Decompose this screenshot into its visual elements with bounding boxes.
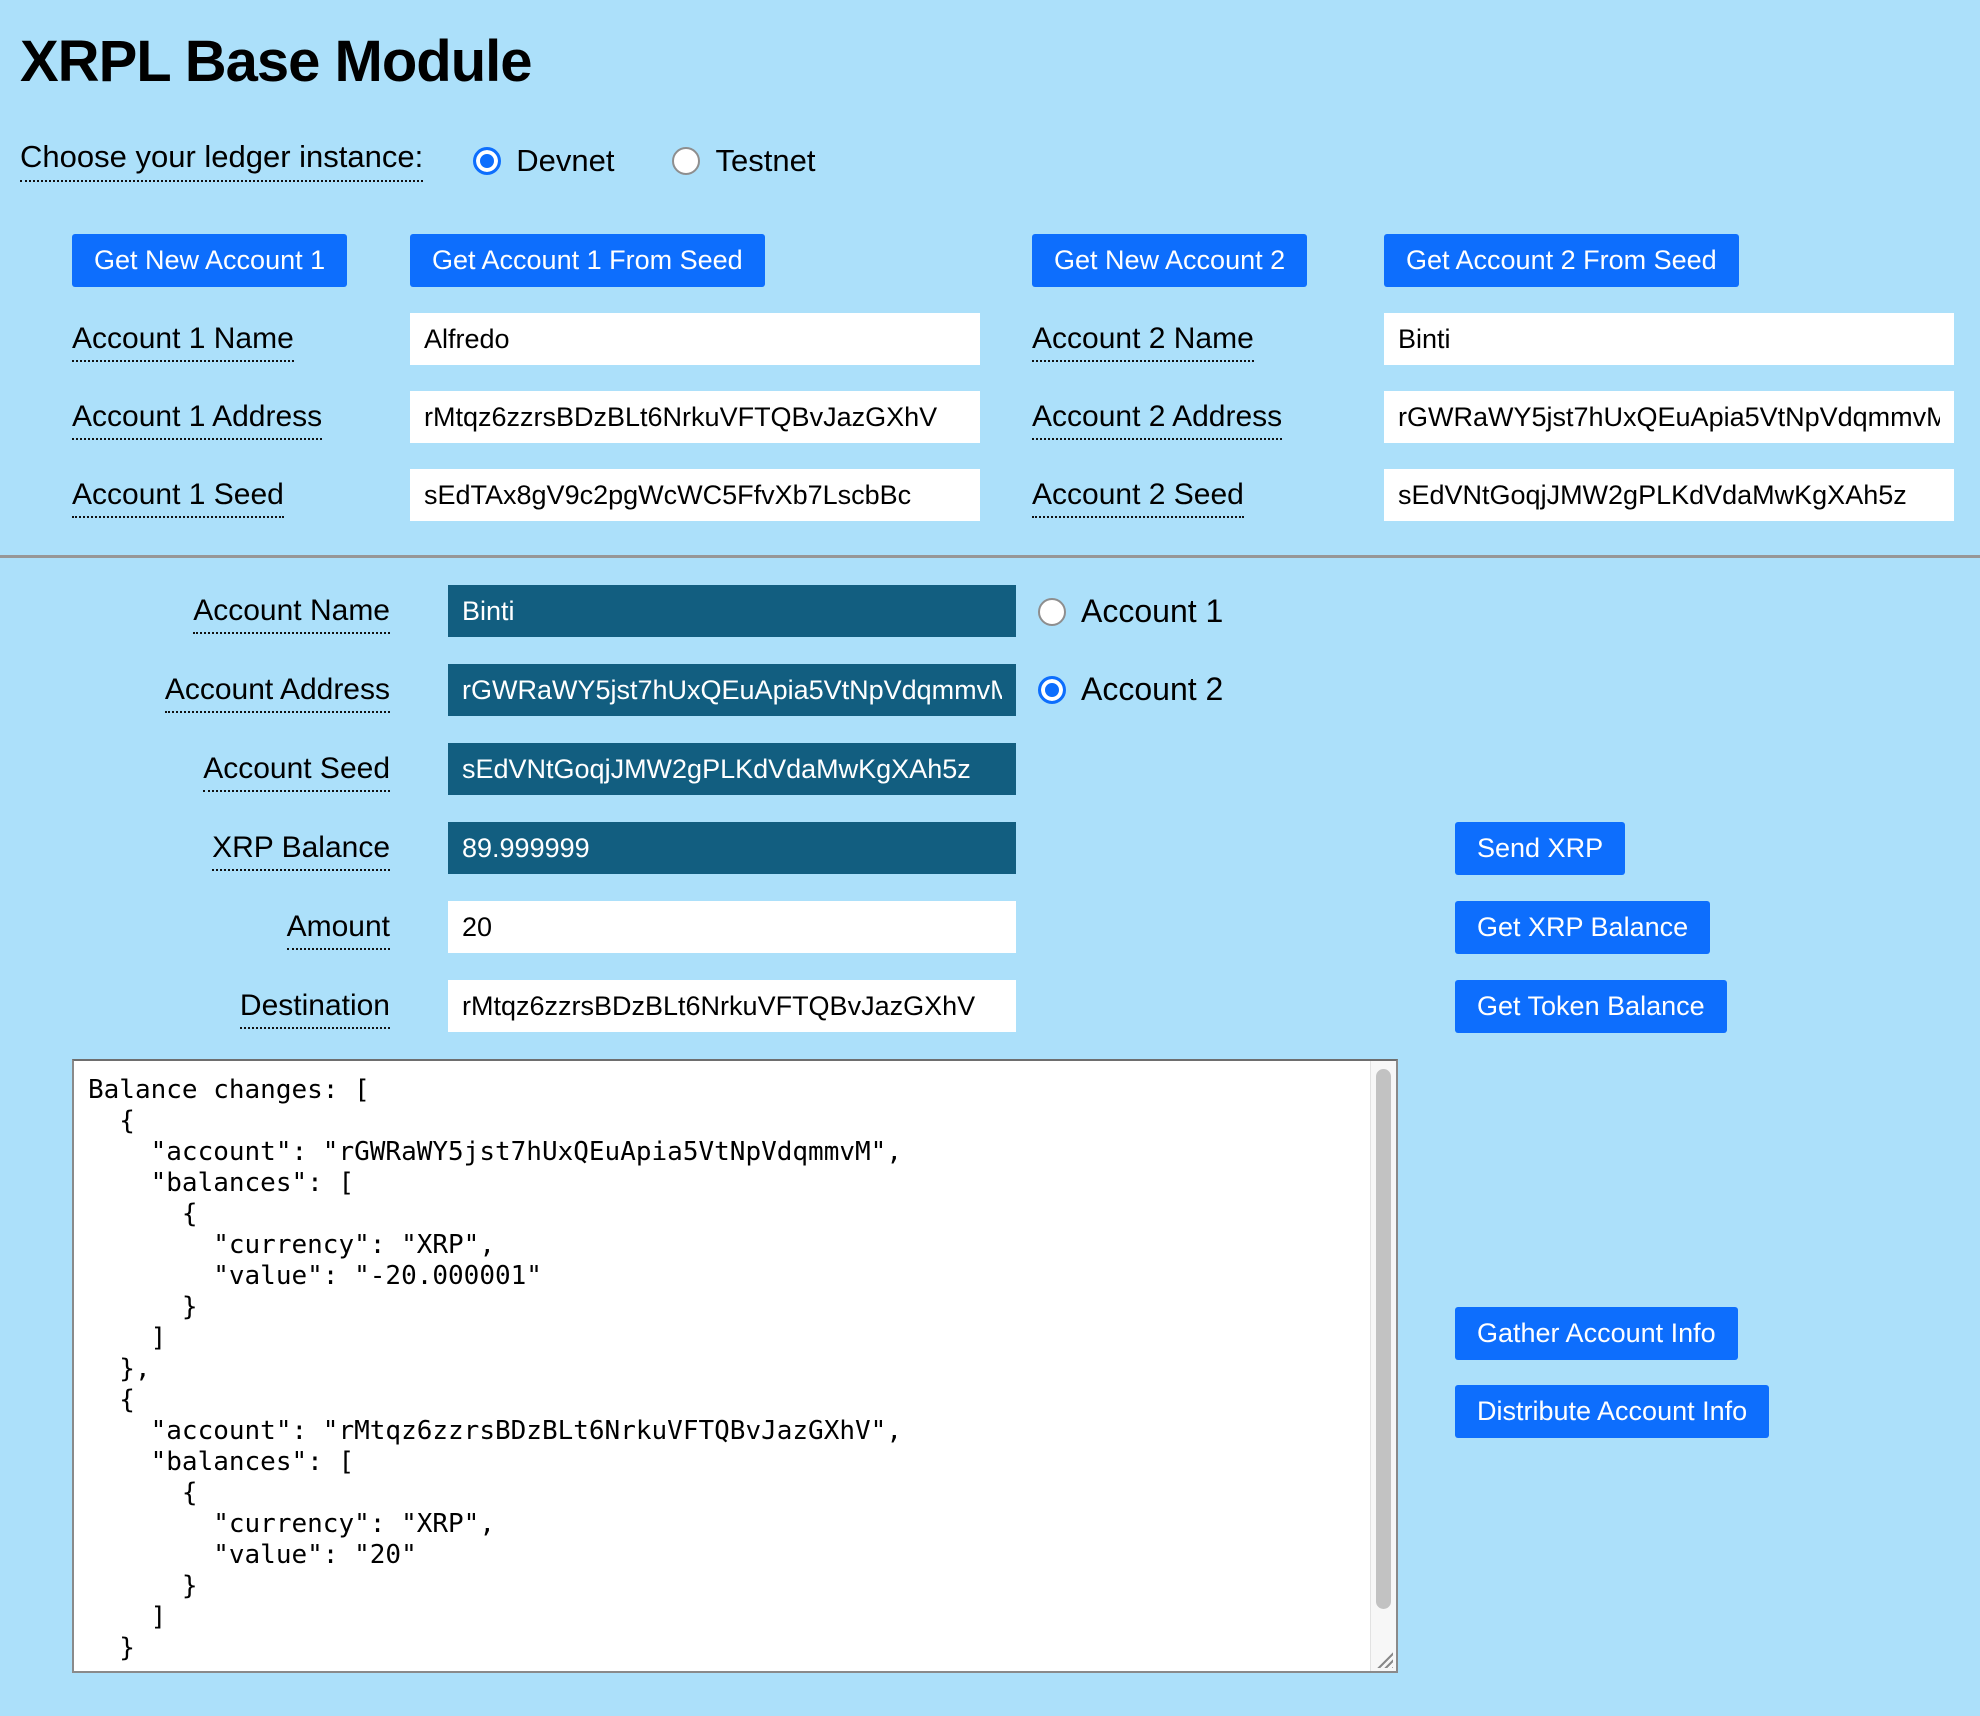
get-token-balance-button[interactable]: Get Token Balance bbox=[1455, 980, 1727, 1033]
account-address-label-cell: Account Address bbox=[20, 673, 390, 713]
account-1-name-label: Account 1 Name bbox=[72, 322, 294, 362]
xrp-balance-label: XRP Balance bbox=[212, 831, 390, 871]
account-2-seed-input[interactable] bbox=[1384, 469, 1954, 521]
account-2-name-label: Account 2 Name bbox=[1032, 322, 1254, 362]
amount-label: Amount bbox=[286, 910, 390, 950]
results-section: Balance changes: [ { "account": "rGWRaWY… bbox=[72, 1059, 1960, 1679]
account-name-label-cell: Account Name bbox=[20, 594, 390, 634]
distribute-account-info-button[interactable]: Distribute Account Info bbox=[1455, 1385, 1770, 1438]
devnet-radio-label: Devnet bbox=[516, 142, 615, 178]
account-2-radio-icon[interactable] bbox=[1038, 675, 1066, 704]
destination-label-cell: Destination bbox=[20, 989, 390, 1029]
account-name-field[interactable] bbox=[448, 585, 1016, 637]
get-new-account-1-button[interactable]: Get New Account 1 bbox=[72, 234, 348, 287]
destination-input[interactable] bbox=[448, 980, 1016, 1032]
account-name-label: Account Name bbox=[193, 594, 390, 634]
ledger-instance-row: Choose your ledger instance: Devnet Test… bbox=[20, 139, 1960, 182]
account-1-radio-icon[interactable] bbox=[1038, 597, 1066, 626]
ledger-option-testnet[interactable]: Testnet bbox=[672, 143, 815, 179]
account-1-seed-label: Account 1 Seed bbox=[72, 478, 284, 518]
get-new-account-2-button[interactable]: Get New Account 2 bbox=[1032, 234, 1308, 287]
account-1-address-input[interactable] bbox=[410, 391, 980, 443]
results-scrollbar-track[interactable] bbox=[1370, 1061, 1396, 1671]
account-2-name-label-cell: Account 2 Name bbox=[1032, 322, 1332, 362]
results-textarea[interactable]: Balance changes: [ { "account": "rGWRaWY… bbox=[72, 1059, 1398, 1673]
get-account-1-from-seed-button[interactable]: Get Account 1 From Seed bbox=[410, 234, 765, 287]
send-xrp-button[interactable]: Send XRP bbox=[1455, 822, 1626, 875]
amount-label-cell: Amount bbox=[20, 910, 390, 950]
select-account-1-option[interactable]: Account 1 bbox=[1038, 593, 1223, 630]
testnet-radio-label: Testnet bbox=[715, 142, 816, 178]
account-2-name-input[interactable] bbox=[1384, 313, 1954, 365]
devnet-radio-icon[interactable] bbox=[473, 146, 502, 175]
account-1-radio-label: Account 1 bbox=[1081, 593, 1224, 629]
account-address-label: Account Address bbox=[164, 673, 390, 713]
balance-changes-output: Balance changes: [ { "account": "rGWRaWY… bbox=[88, 1075, 902, 1663]
account-seed-label-cell: Account Seed bbox=[20, 752, 390, 792]
ledger-radio-group: Devnet Testnet bbox=[473, 143, 815, 179]
account-2-radio-label: Account 2 bbox=[1081, 671, 1224, 707]
results-scrollbar-thumb[interactable] bbox=[1376, 1069, 1391, 1609]
account-1-seed-input[interactable] bbox=[410, 469, 980, 521]
get-xrp-balance-button[interactable]: Get XRP Balance bbox=[1455, 901, 1711, 954]
get-account-2-from-seed-button[interactable]: Get Account 2 From Seed bbox=[1384, 234, 1739, 287]
page-title: XRPL Base Module bbox=[20, 29, 533, 94]
select-account-2-option[interactable]: Account 2 bbox=[1038, 671, 1223, 708]
accounts-grid: Get New Account 1 Get Account 1 From See… bbox=[72, 234, 1960, 521]
account-1-seed-label-cell: Account 1 Seed bbox=[72, 478, 358, 518]
account-1-name-label-cell: Account 1 Name bbox=[72, 322, 358, 362]
section-divider bbox=[0, 555, 1980, 558]
account-2-address-label-cell: Account 2 Address bbox=[1032, 400, 1332, 440]
selected-account-grid: Account Name Account Address Account See… bbox=[20, 585, 1960, 1032]
account-seed-label: Account Seed bbox=[203, 752, 390, 792]
xrp-balance-label-cell: XRP Balance bbox=[20, 831, 390, 871]
selected-account-section: Account Name Account Address Account See… bbox=[20, 585, 1960, 1033]
account-1-name-input[interactable] bbox=[410, 313, 980, 365]
account-1-address-label-cell: Account 1 Address bbox=[72, 400, 358, 440]
account-address-field[interactable] bbox=[448, 664, 1016, 716]
gather-account-info-button[interactable]: Gather Account Info bbox=[1455, 1307, 1738, 1360]
ledger-option-devnet[interactable]: Devnet bbox=[473, 143, 614, 179]
xrp-balance-field[interactable] bbox=[448, 822, 1016, 874]
account-1-address-label: Account 1 Address bbox=[72, 400, 323, 440]
account-2-seed-label: Account 2 Seed bbox=[1032, 478, 1244, 518]
testnet-radio-icon[interactable] bbox=[672, 146, 701, 175]
amount-input[interactable] bbox=[448, 901, 1016, 953]
account-2-address-input[interactable] bbox=[1384, 391, 1954, 443]
account-2-seed-label-cell: Account 2 Seed bbox=[1032, 478, 1332, 518]
account-seed-field[interactable] bbox=[448, 743, 1016, 795]
account-2-address-label: Account 2 Address bbox=[1032, 400, 1283, 440]
destination-label: Destination bbox=[239, 989, 390, 1029]
ledger-instance-label: Choose your ledger instance: bbox=[20, 139, 424, 182]
